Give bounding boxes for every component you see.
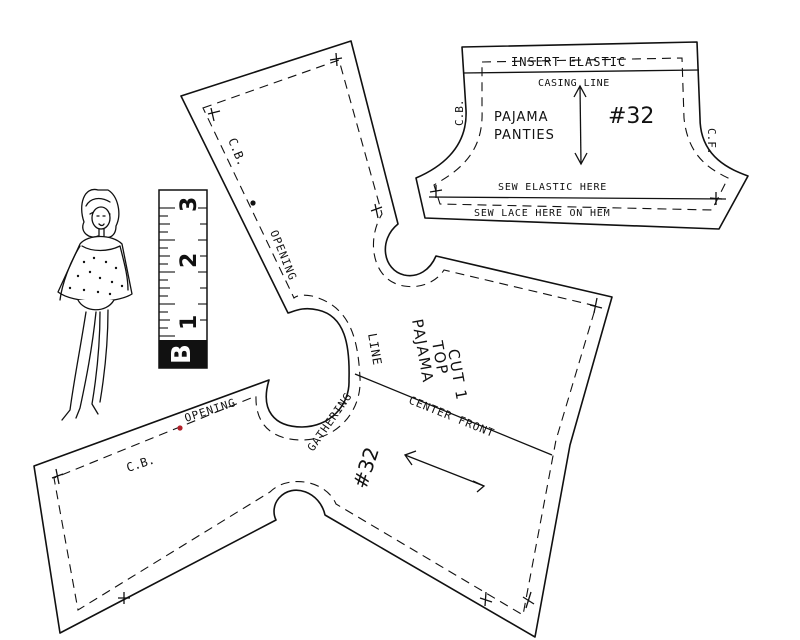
- corner-mark: [589, 297, 603, 314]
- top-piece-outline: [33, 40, 613, 638]
- corner-mark: [51, 468, 64, 485]
- grainline-arrow-icon: [403, 450, 486, 493]
- hem-line: [428, 196, 727, 200]
- panties-cb-label: C.B.: [453, 100, 466, 127]
- corner-mark: [207, 107, 221, 122]
- panties-number-label: #32: [608, 104, 654, 129]
- corner-mark: [479, 591, 493, 607]
- center-front-line: [354, 373, 553, 456]
- corner-mark: [329, 52, 343, 67]
- corner-mark: [370, 203, 383, 219]
- casing-line-label: CASING LINE: [538, 78, 610, 89]
- corner-mark: [429, 185, 443, 198]
- tape-measure: 3 2 1 B: [158, 189, 208, 369]
- ruler-ticks: [159, 207, 207, 337]
- pajama-panties-piece: INSERT ELASTIC CASING LINE PAJAMA PANTIE…: [415, 41, 749, 230]
- casing-line: [462, 69, 700, 74]
- panties-cf-label: C.F.: [705, 128, 718, 155]
- corner-mark: [709, 192, 723, 205]
- insert-elastic-label: INSERT ELASTIC: [511, 55, 626, 69]
- pajama-top-piece: C.B. OPENING LINE PAJAMA TOP CUT 1 GATHE…: [33, 40, 613, 638]
- top-piece-seam-line: [53, 59, 597, 616]
- ruler-tick-2: 2: [177, 253, 202, 268]
- opening-dot: [177, 425, 183, 431]
- panties-title-line2: PANTIES: [494, 128, 555, 143]
- corner-mark: [118, 592, 130, 604]
- top-title-line2: TOP: [428, 339, 452, 377]
- ruler-tick-3: 3: [177, 197, 202, 212]
- ruler-tick-1: 1: [177, 315, 202, 330]
- corner-mark: [522, 591, 535, 609]
- panties-outline: [415, 41, 749, 230]
- ruler-logo-band: [159, 340, 207, 368]
- grainline-arrow-icon: [573, 84, 588, 166]
- ruler-logo-letter: B: [167, 344, 197, 364]
- line-label: LINE: [365, 332, 385, 367]
- panties-seam-line: [433, 57, 729, 211]
- sew-elastic-label: SEW ELASTIC HERE: [498, 182, 607, 193]
- opening-dot: [250, 200, 256, 206]
- panties-title-line1: PAJAMA: [494, 110, 549, 125]
- sew-lace-label: SEW LACE HERE ON HEM: [474, 208, 610, 219]
- doll-figure-icon: [57, 188, 133, 421]
